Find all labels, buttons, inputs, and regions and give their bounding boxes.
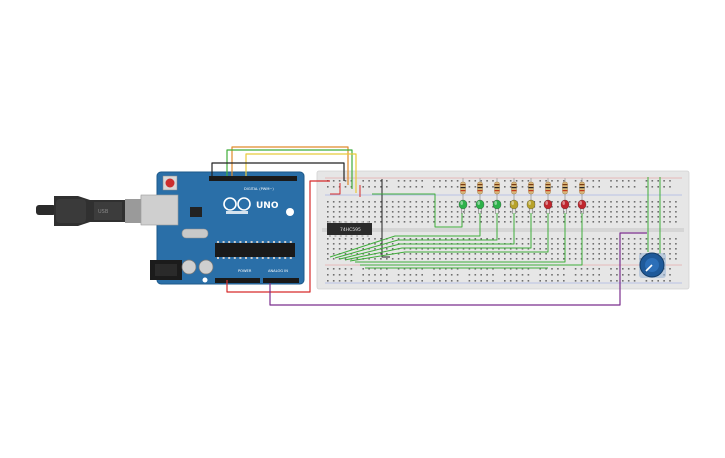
mcu-chip <box>215 243 295 257</box>
shift-register-chip[interactable]: 74HC595 <box>327 221 372 237</box>
crystal <box>181 228 209 239</box>
led-red[interactable] <box>577 199 587 214</box>
resistor[interactable] <box>511 178 517 201</box>
jumper-green[interactable] <box>334 213 498 259</box>
resistor[interactable] <box>579 178 585 201</box>
led-red[interactable] <box>560 199 570 214</box>
jumper-green[interactable] <box>344 213 532 261</box>
resistor[interactable] <box>477 178 483 201</box>
wire-orange[interactable] <box>231 146 349 185</box>
reset-button[interactable] <box>162 175 178 191</box>
led-green[interactable] <box>492 199 502 214</box>
wire-purple-analog[interactable] <box>269 232 647 306</box>
potentiometer-knob-indicator <box>645 264 653 272</box>
analog-header[interactable] <box>263 278 299 283</box>
icsp-header <box>190 207 202 217</box>
resistor[interactable] <box>528 178 534 201</box>
analog-header-label: ANALOG IN <box>268 269 288 273</box>
resistor[interactable] <box>562 178 568 201</box>
wire-black-gnd[interactable] <box>211 162 345 181</box>
arduino-logo <box>223 197 251 214</box>
jumper-red[interactable] <box>330 183 341 195</box>
chip-part-label: 74HC595 <box>340 227 361 233</box>
potentiometer[interactable] <box>639 252 666 278</box>
wire-yellow[interactable] <box>245 153 357 193</box>
usb-label: USB <box>98 209 109 215</box>
jumper-green[interactable] <box>339 213 515 260</box>
led-yellow[interactable] <box>509 199 519 214</box>
board-model-label: UNO <box>256 201 279 211</box>
mount-hole <box>202 277 208 283</box>
jumper-green[interactable] <box>349 213 549 262</box>
led-green[interactable] <box>475 199 485 214</box>
jumper-green[interactable] <box>372 193 463 228</box>
digital-header-label: DIGITAL (PWM~) <box>244 187 274 191</box>
led-red[interactable] <box>543 199 553 214</box>
resistor[interactable] <box>545 178 551 201</box>
power-header-label: POWER <box>238 269 252 273</box>
power-header[interactable] <box>215 278 260 283</box>
led-yellow[interactable] <box>526 199 536 214</box>
arduino-board[interactable]: UNO DIGITAL (PWM~) POWER ANALOG IN <box>140 171 305 285</box>
wire-red-5v[interactable] <box>226 180 330 293</box>
capacitor <box>181 259 197 275</box>
jumper-green[interactable] <box>329 213 481 258</box>
digital-header[interactable] <box>209 176 297 181</box>
resistor[interactable] <box>494 178 500 201</box>
jumper-black[interactable] <box>381 179 390 258</box>
jumper-green[interactable] <box>360 213 583 266</box>
capacitor <box>198 259 214 275</box>
usb-port <box>140 194 179 226</box>
resistor[interactable] <box>460 178 466 201</box>
mount-hole <box>286 208 294 216</box>
breadboard[interactable] <box>316 170 690 290</box>
led-green[interactable] <box>458 199 468 214</box>
jumper-green[interactable] <box>355 213 566 263</box>
